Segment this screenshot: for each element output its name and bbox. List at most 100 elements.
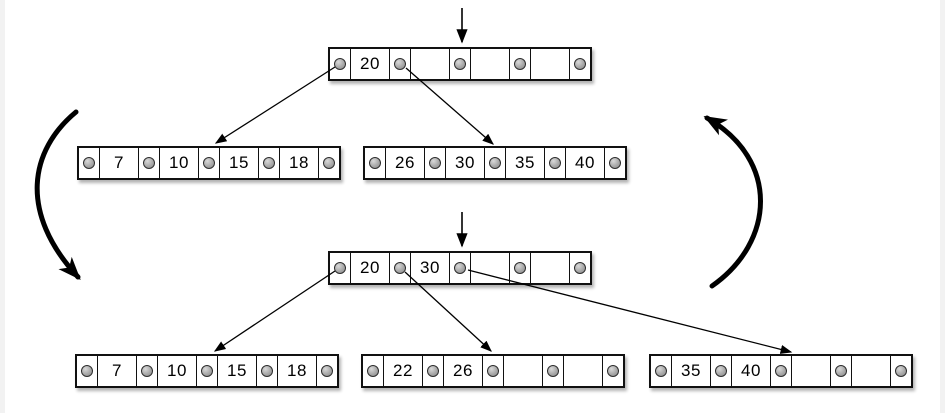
btree-node-leaf-before-right: 26 30 35 40 [363, 146, 627, 180]
pointer-dot-icon [201, 365, 213, 377]
key-cell: 35 [671, 356, 710, 386]
btree-node-leaf-before-left: 7 10 15 18 [77, 146, 341, 180]
key-cell [563, 356, 602, 386]
key-cell [470, 253, 509, 283]
pointer-cell [389, 253, 410, 283]
key-cell: 7 [99, 148, 138, 178]
key-cell: 40 [731, 356, 770, 386]
pointer-dot-icon [83, 157, 95, 169]
key-cell: 7 [97, 356, 136, 386]
pointer-cell [330, 49, 350, 79]
key-cell [410, 49, 449, 79]
pointer-dot-icon [835, 365, 847, 377]
pointer-dot-icon [609, 157, 621, 169]
key-cell [791, 356, 830, 386]
pointer-dot-icon [141, 365, 153, 377]
pointer-cell [256, 356, 277, 386]
key-cell: 26 [443, 356, 482, 386]
key-cell: 20 [350, 49, 389, 79]
key-cell: 35 [505, 148, 544, 178]
key-cell: 10 [159, 148, 198, 178]
pointer-cell [330, 253, 350, 283]
key-cell: 18 [279, 148, 318, 178]
key-cell: 26 [385, 148, 424, 178]
pointer-cell [604, 148, 625, 178]
pointer-dot-icon [263, 157, 275, 169]
pointer-dot-icon [334, 58, 346, 70]
pointer-dot-icon [429, 157, 441, 169]
key-cell: 15 [219, 148, 258, 178]
pointer-cell [258, 148, 279, 178]
pointer-dot-icon [549, 157, 561, 169]
key-cell: 15 [217, 356, 256, 386]
btree-node-root-before: 20 [328, 47, 592, 81]
pointer-cell [509, 49, 530, 79]
key-cell: 30 [410, 253, 449, 283]
pointer-dot-icon [489, 157, 501, 169]
pointer-cell [569, 253, 590, 283]
pointer-cell [484, 148, 505, 178]
pointer-cell [710, 356, 731, 386]
key-cell [470, 49, 509, 79]
child-pointer-arrow-before-left [214, 66, 336, 144]
pointer-cell [449, 49, 470, 79]
key-cell: 30 [445, 148, 484, 178]
page-edge-right [940, 0, 945, 413]
btree-node-root-after: 20 30 [328, 251, 592, 285]
pointer-dot-icon [427, 365, 439, 377]
key-cell: 22 [383, 356, 422, 386]
pointer-dot-icon [203, 157, 215, 169]
key-cell [530, 49, 569, 79]
pointer-cell [136, 356, 157, 386]
pointer-dot-icon [514, 262, 526, 274]
pointer-cell [365, 148, 385, 178]
pointer-cell [482, 356, 503, 386]
pointer-cell [138, 148, 159, 178]
pointer-dot-icon [607, 365, 619, 377]
pointer-cell [770, 356, 791, 386]
pointer-dot-icon [655, 365, 667, 377]
pointer-dot-icon [394, 58, 406, 70]
pointer-cell [830, 356, 851, 386]
key-cell: 20 [350, 253, 389, 283]
pointer-dot-icon [775, 365, 787, 377]
child-pointer-arrow-after-left [213, 270, 336, 352]
key-cell [503, 356, 542, 386]
pointer-cell [196, 356, 217, 386]
pointer-dot-icon [394, 262, 406, 274]
pointer-dot-icon [81, 365, 93, 377]
pointer-dot-icon [367, 365, 379, 377]
pointer-dot-icon [487, 365, 499, 377]
btree-node-leaf-after-middle: 22 26 [361, 354, 625, 388]
pointer-dot-icon [454, 58, 466, 70]
page-edge-left [0, 0, 5, 413]
pointer-cell [422, 356, 443, 386]
pointer-cell [316, 356, 337, 386]
pointer-dot-icon [334, 262, 346, 274]
pointer-dot-icon [323, 157, 335, 169]
pointer-dot-icon [547, 365, 559, 377]
key-cell [851, 356, 890, 386]
cycle-arrow-left [34, 109, 81, 280]
pointer-cell [890, 356, 911, 386]
pointer-dot-icon [574, 262, 586, 274]
pointer-cell [651, 356, 671, 386]
pointer-dot-icon [261, 365, 273, 377]
key-cell: 40 [565, 148, 604, 178]
pointer-cell [389, 49, 410, 79]
pointer-cell [79, 148, 99, 178]
cycle-arrow-right [703, 115, 763, 289]
pointer-cell [449, 253, 470, 283]
pointer-cell [602, 356, 623, 386]
pointer-cell [198, 148, 219, 178]
btree-node-leaf-after-right: 35 40 [649, 354, 913, 388]
pointer-cell [569, 49, 590, 79]
pointer-cell [542, 356, 563, 386]
pointer-dot-icon [143, 157, 155, 169]
pointer-dot-icon [454, 262, 466, 274]
pointer-cell [424, 148, 445, 178]
pointer-cell [318, 148, 339, 178]
pointer-cell [544, 148, 565, 178]
key-cell [530, 253, 569, 283]
